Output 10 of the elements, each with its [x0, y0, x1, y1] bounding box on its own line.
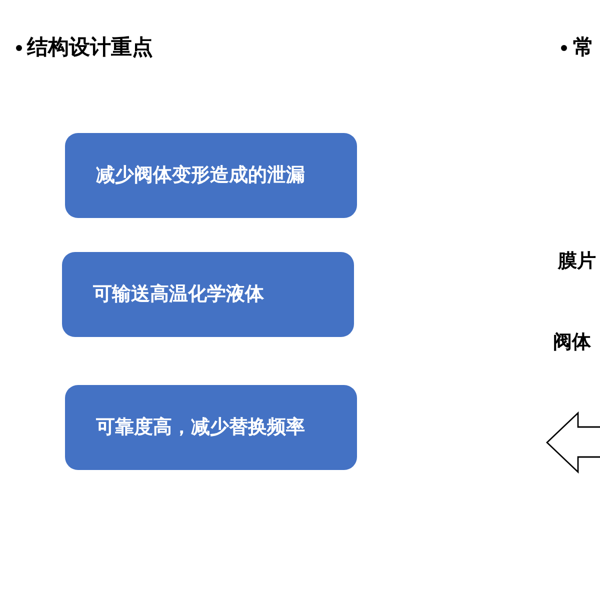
box-text: 减少阀体变形造成的泄漏 [96, 164, 305, 187]
label-text: 膜片 [558, 250, 596, 273]
section-heading: 结构设计重点 [27, 35, 153, 60]
process-box [65, 133, 357, 218]
label-text: 阀体 [553, 331, 591, 354]
section-heading: 常 [573, 35, 594, 60]
process-box [62, 252, 354, 337]
box-text: 可输送高温化学液体 [93, 283, 264, 306]
box-text: 可靠度高，减少替换频率 [96, 416, 305, 439]
process-box [65, 385, 357, 470]
